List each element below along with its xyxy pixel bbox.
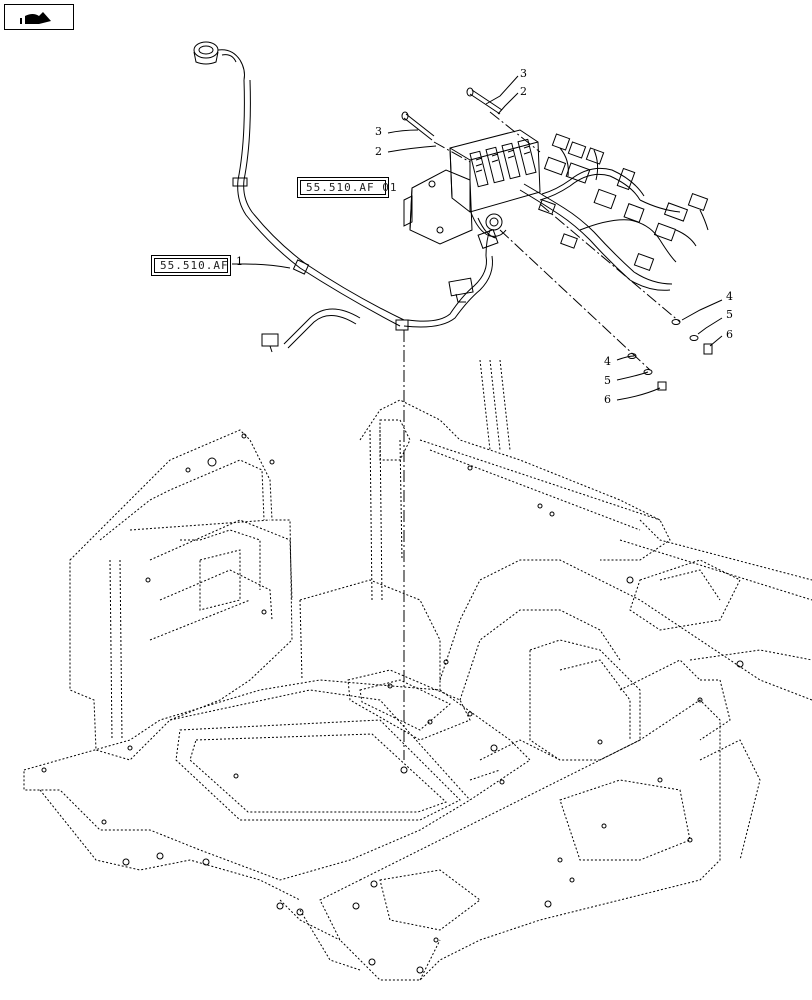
fasteners (401, 87, 713, 391)
reference-box-harness-connector[interactable]: 55.510.AF 01 (297, 177, 396, 198)
machine-frame (23, 359, 812, 981)
callout-5: 5 (604, 374, 611, 387)
reference-box-harness[interactable]: 55.510.AF (151, 255, 231, 276)
callout-3: 3 (520, 67, 527, 80)
next-page-button[interactable] (4, 4, 74, 30)
wire-harness (193, 41, 493, 353)
callout-6: 6 (604, 393, 611, 406)
callout-4: 4 (604, 355, 611, 368)
frame-bolts (41, 433, 744, 974)
callout-2: 2 (520, 85, 527, 98)
assembly-centerlines (403, 111, 681, 760)
callout-3: 3 (375, 125, 382, 138)
callout-6: 6 (726, 328, 733, 341)
callout-1: 1 (236, 255, 243, 268)
reference-label: 55.510.AF 01 (300, 180, 396, 195)
controller-module (403, 129, 541, 249)
secondary-harness (519, 133, 709, 291)
leader-lines (232, 75, 723, 401)
callout-5: 5 (726, 308, 733, 321)
callout-2: 2 (375, 145, 382, 158)
reference-label: 55.510.AF (154, 258, 228, 273)
next-page-arrow-icon (20, 12, 51, 24)
callout-4: 4 (726, 290, 733, 303)
